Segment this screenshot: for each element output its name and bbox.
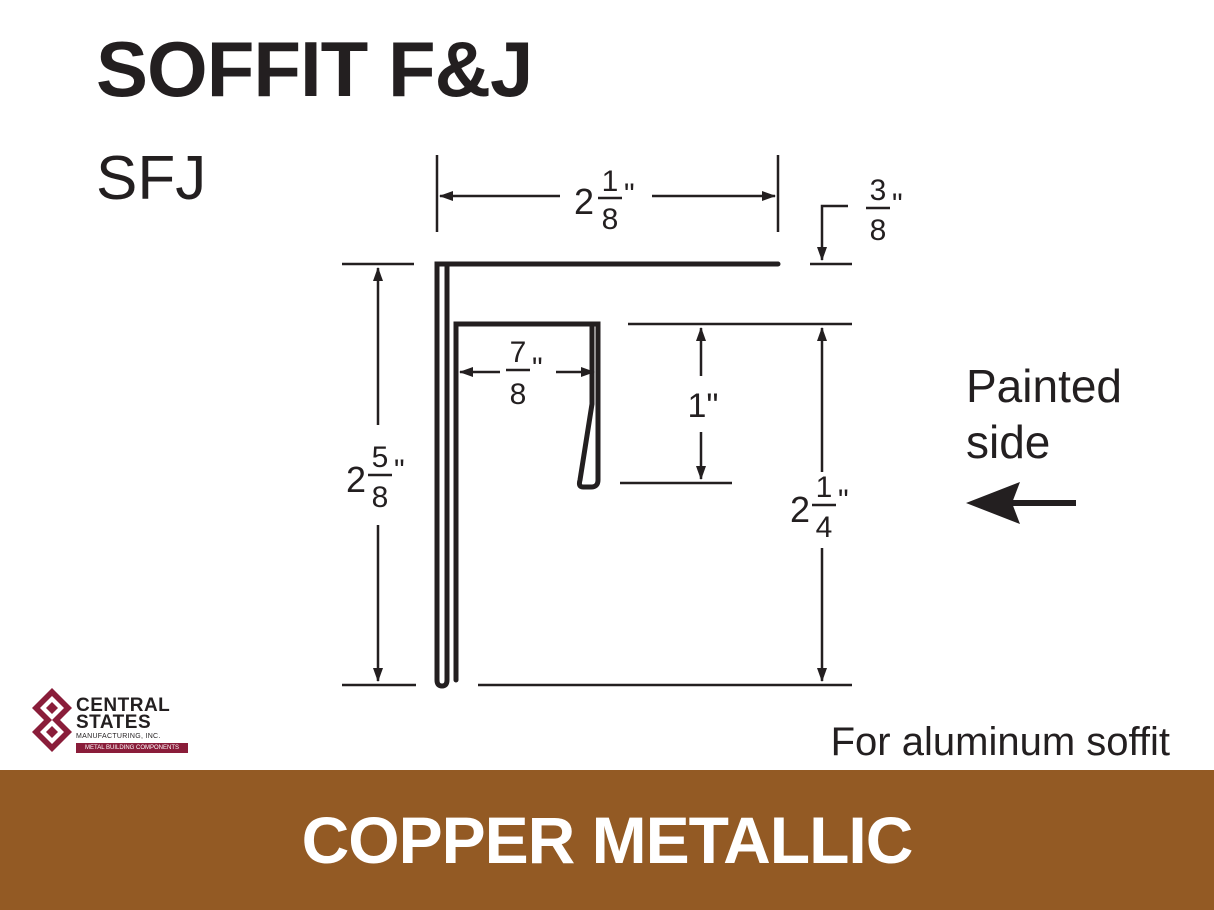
svg-text:8: 8: [372, 481, 389, 514]
dim-label-top-width: 2 1 8 ": [574, 165, 635, 236]
dimension-lines: [373, 191, 848, 682]
svg-text:7: 7: [510, 336, 527, 369]
svg-text:2: 2: [346, 459, 366, 500]
svg-text:8: 8: [602, 203, 619, 236]
product-title: SOFFIT F&J: [96, 25, 533, 113]
painted-side-line1: Painted: [966, 360, 1123, 412]
extension-lines: [342, 155, 852, 687]
profile-shape: [434, 261, 781, 689]
logo-line4: METAL BUILDING COMPONENTS: [76, 743, 188, 753]
painted-side-line2: side: [966, 416, 1051, 468]
svg-text:": ": [394, 454, 405, 487]
color-band: COPPER METALLIC: [0, 770, 1214, 910]
profile-inner-channel: [453, 321, 601, 683]
dim-top-offset-leader: [817, 204, 848, 261]
dim-label-inner-width: 7 8 ": [506, 336, 543, 411]
painted-side-label: Painted side: [966, 358, 1122, 470]
usage-note: For aluminum soffit: [830, 720, 1170, 764]
painted-side-arrow: [966, 482, 1076, 524]
svg-text:4: 4: [816, 511, 833, 544]
profile-outer-leg: [434, 261, 781, 689]
svg-text:": ": [838, 484, 849, 517]
profile-diagram: 2 1 8 " 3 8 " 7 8 " 1" 2 5 8 ": [342, 155, 1076, 689]
svg-text:2: 2: [790, 489, 810, 530]
logo-line2: STATES: [76, 712, 152, 733]
company-logo: CENTRAL STATES MANUFACTURING, INC. METAL…: [30, 686, 200, 758]
dim-label-overall-height: 2 5 8 ": [346, 441, 405, 514]
logo-mark-icon: [32, 688, 72, 752]
logo-line1: CENTRAL: [76, 695, 171, 716]
svg-text:": ": [892, 188, 903, 221]
svg-text:": ": [532, 352, 543, 385]
svg-text:2: 2: [574, 181, 594, 222]
svg-text:8: 8: [870, 214, 887, 247]
svg-text:": ": [624, 178, 635, 211]
svg-text:1: 1: [602, 165, 619, 198]
dim-label-inner-height: 1": [688, 387, 719, 425]
svg-text:3: 3: [870, 174, 887, 207]
svg-text:1: 1: [816, 471, 833, 504]
dim-label-top-offset: 3 8 ": [866, 174, 903, 247]
product-code: SFJ: [96, 144, 207, 213]
color-name: COPPER METALLIC: [301, 803, 914, 877]
logo-line3: MANUFACTURING, INC.: [76, 733, 161, 740]
dim-label-right-height: 2 1 4 ": [790, 471, 849, 544]
svg-text:5: 5: [372, 441, 389, 474]
svg-text:8: 8: [510, 378, 527, 411]
